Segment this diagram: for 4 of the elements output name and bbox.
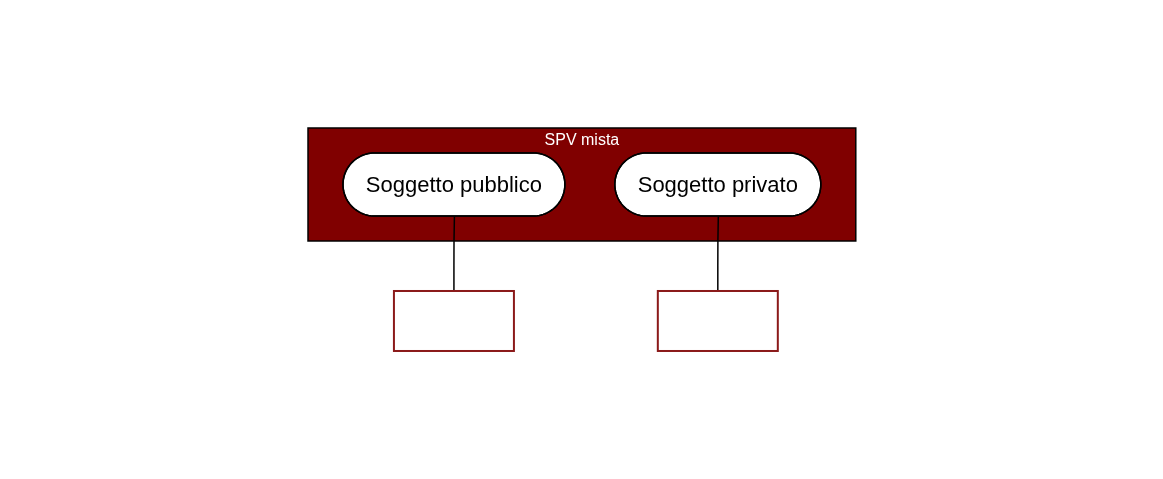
connector <box>452 215 455 292</box>
node-box <box>392 290 515 352</box>
node-box <box>656 290 779 352</box>
connector <box>716 215 719 292</box>
